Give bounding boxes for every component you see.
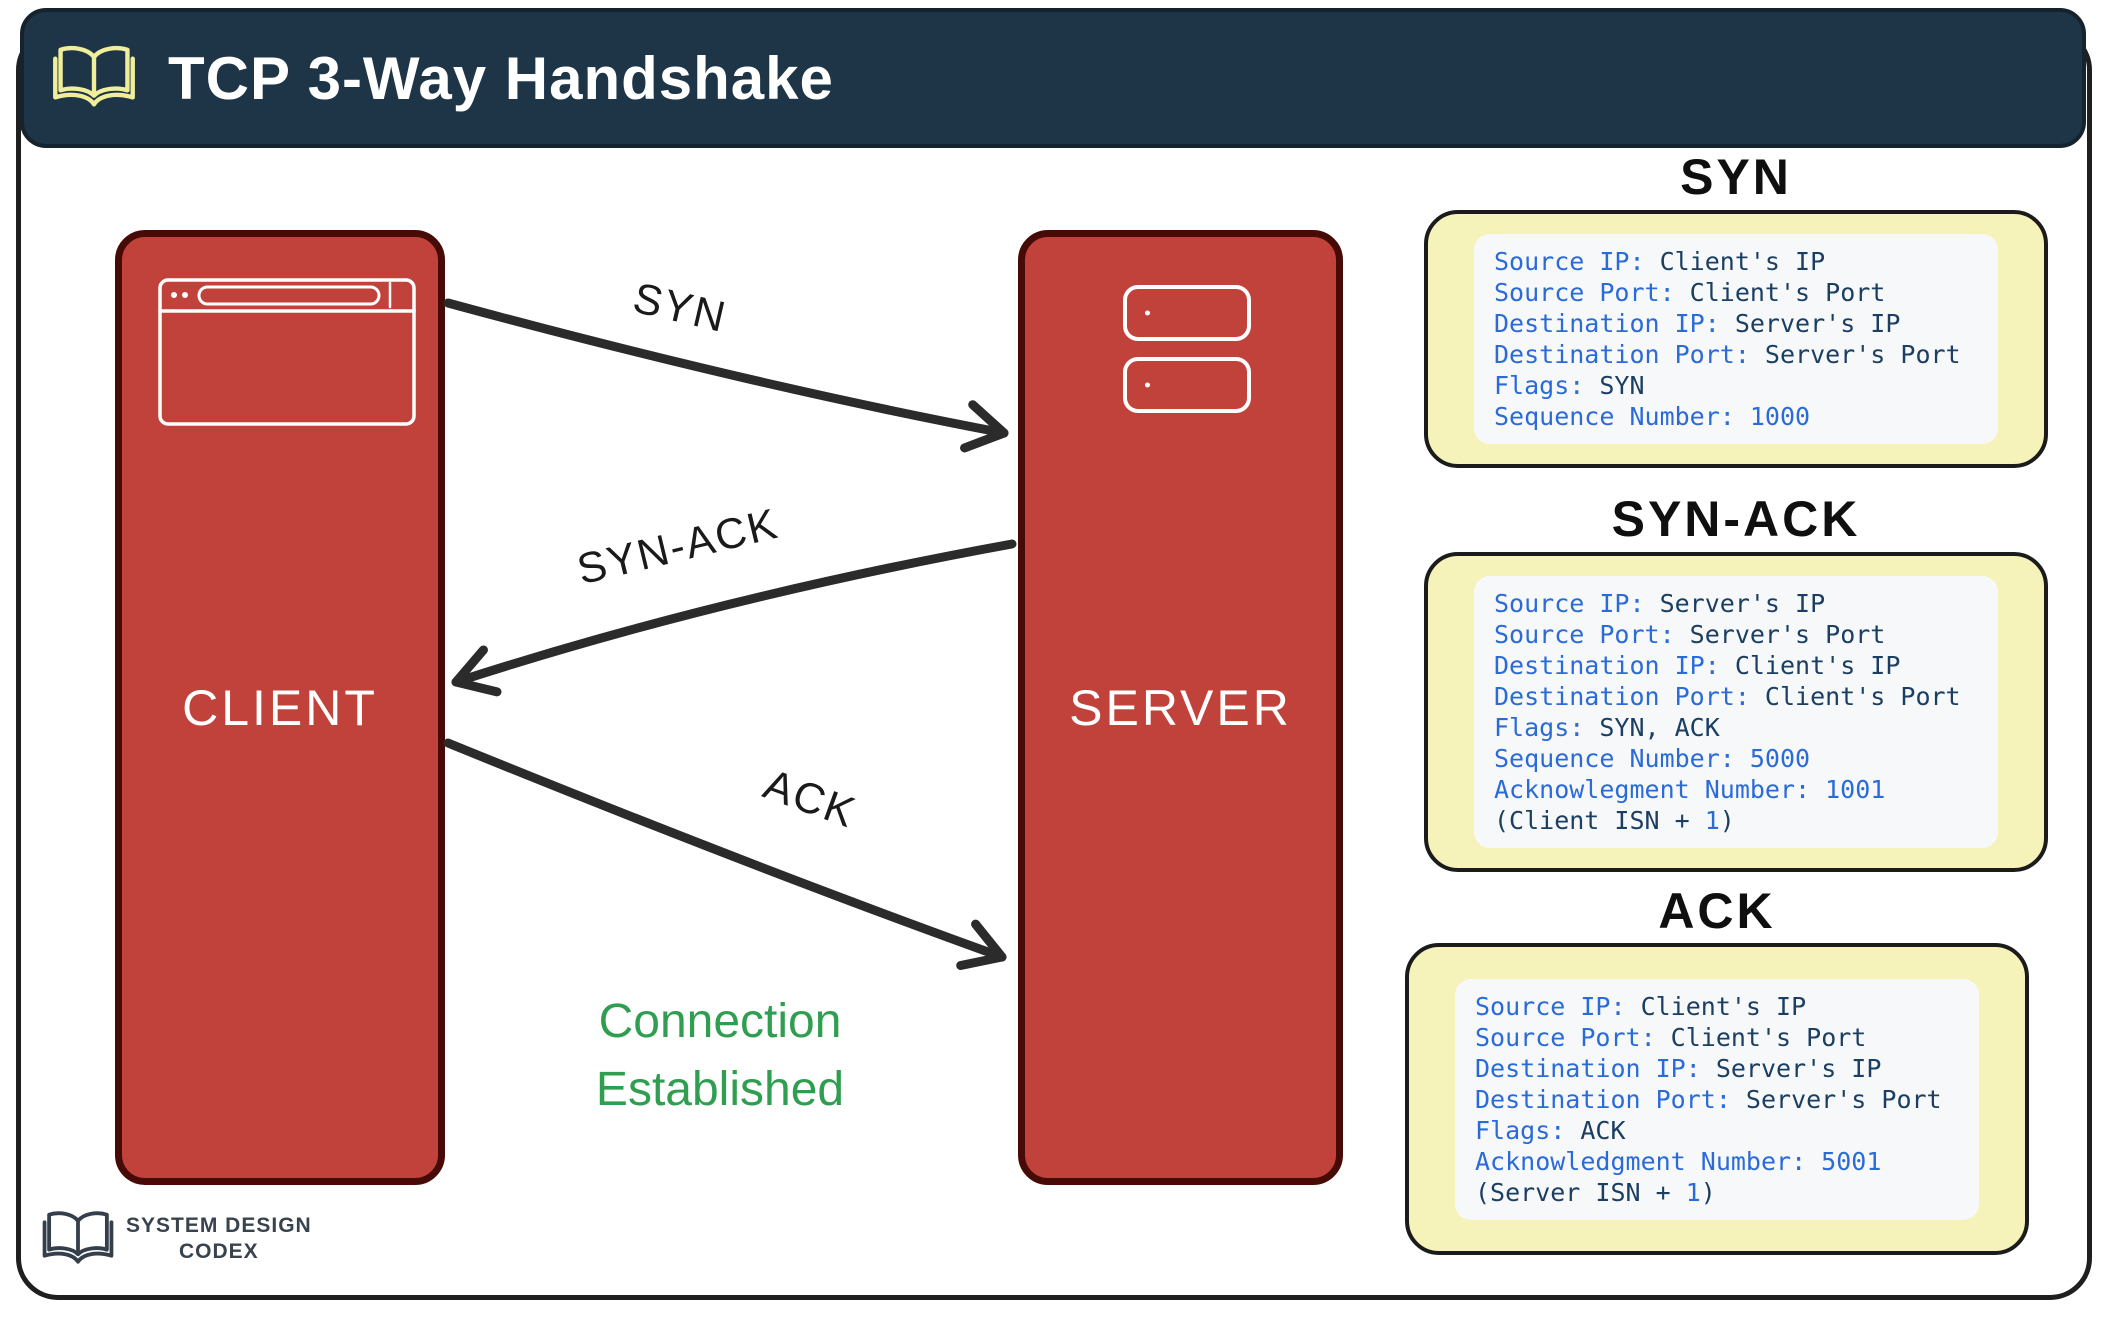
packet-field: Destination IP: Server's IP: [1475, 1053, 1882, 1083]
packet-field: Flags: SYN, ACK: [1494, 713, 1720, 742]
connection-status-text: Connection Established: [595, 995, 845, 1116]
packet-field: Acknowlegment Number: 1001: [1494, 775, 1886, 804]
packet-field: Flags: ACK: [1475, 1115, 1626, 1145]
packet-field: Acknowledgment Number: 5001: [1475, 1146, 1882, 1176]
server-node: SERVER: [1018, 230, 1343, 1185]
packet-details-syn: Source IP: Client's IP Source Port: Clie…: [1474, 234, 1998, 444]
brand-name-line2: CODEX: [179, 1240, 259, 1263]
packet-field: Flags: SYN: [1494, 371, 1645, 400]
packet-field: (Server ISN + 1): [1475, 1177, 1716, 1207]
server-unit-icon: [1123, 357, 1251, 413]
ack-arrow: [443, 738, 1007, 971]
packet-field: Sequence Number: 5000: [1494, 744, 1811, 773]
packet-field: Destination IP: Server's IP: [1494, 309, 1901, 338]
brand-logo: SYSTEM DESIGN CODEX: [40, 1206, 312, 1272]
packet-field: Source IP: Client's IP: [1475, 991, 1807, 1021]
packet-panel-syn: Source IP: Client's IP Source Port: Clie…: [1424, 210, 2048, 468]
packet-field: Destination IP: Client's IP: [1494, 651, 1901, 680]
server-unit-icon: [1123, 285, 1251, 341]
packet-field: Destination Port: Server's Port: [1475, 1084, 1942, 1114]
server-led-dot: [1145, 382, 1150, 388]
syn-ack-arrow: [451, 539, 1017, 697]
title-bar: TCP 3-Way Handshake: [20, 8, 2086, 148]
packet-heading-syn: SYN: [1680, 149, 1792, 205]
packet-details-ack: Source IP: Client's IP Source Port: Clie…: [1455, 978, 1979, 1220]
client-label: CLIENT: [182, 679, 378, 736]
brand-name: SYSTEM DESIGN CODEX: [126, 1213, 312, 1265]
packet-field: Source Port: Client's Port: [1494, 278, 1886, 307]
packet-panel-ack: Source IP: Client's IP Source Port: Clie…: [1405, 943, 2029, 1255]
packet-field: Destination Port: Client's Port: [1494, 682, 1961, 711]
page-title: TCP 3-Way Handshake: [168, 44, 834, 112]
server-led-dot: [1145, 310, 1150, 316]
packet-field: (Client ISN + 1): [1494, 806, 1735, 835]
open-book-icon: [42, 1211, 114, 1264]
packet-heading-syn-ack: SYN-ACK: [1611, 491, 1861, 547]
client-node: CLIENT: [115, 230, 445, 1185]
packet-field: Source Port: Server's Port: [1494, 620, 1886, 649]
packet-field: Source IP: Client's IP: [1494, 247, 1826, 276]
packet-field: Sequence Number: 1000: [1494, 402, 1811, 431]
packet-field: Source Port: Client's Port: [1475, 1022, 1867, 1052]
open-book-icon: [53, 46, 135, 107]
packet-heading-ack: ACK: [1658, 883, 1776, 939]
brand-name-line1: SYSTEM DESIGN: [126, 1214, 312, 1237]
packet-field: Destination Port: Server's Port: [1494, 340, 1961, 369]
server-label: SERVER: [1069, 679, 1292, 736]
packet-details-syn-ack: Source IP: Server's IP Source Port: Serv…: [1474, 576, 1998, 848]
syn-arrow: [443, 298, 1009, 453]
packet-panel-syn-ack: Source IP: Server's IP Source Port: Serv…: [1424, 552, 2048, 872]
browser-window-icon: [158, 278, 416, 426]
packet-field: Source IP: Server's IP: [1494, 589, 1826, 618]
